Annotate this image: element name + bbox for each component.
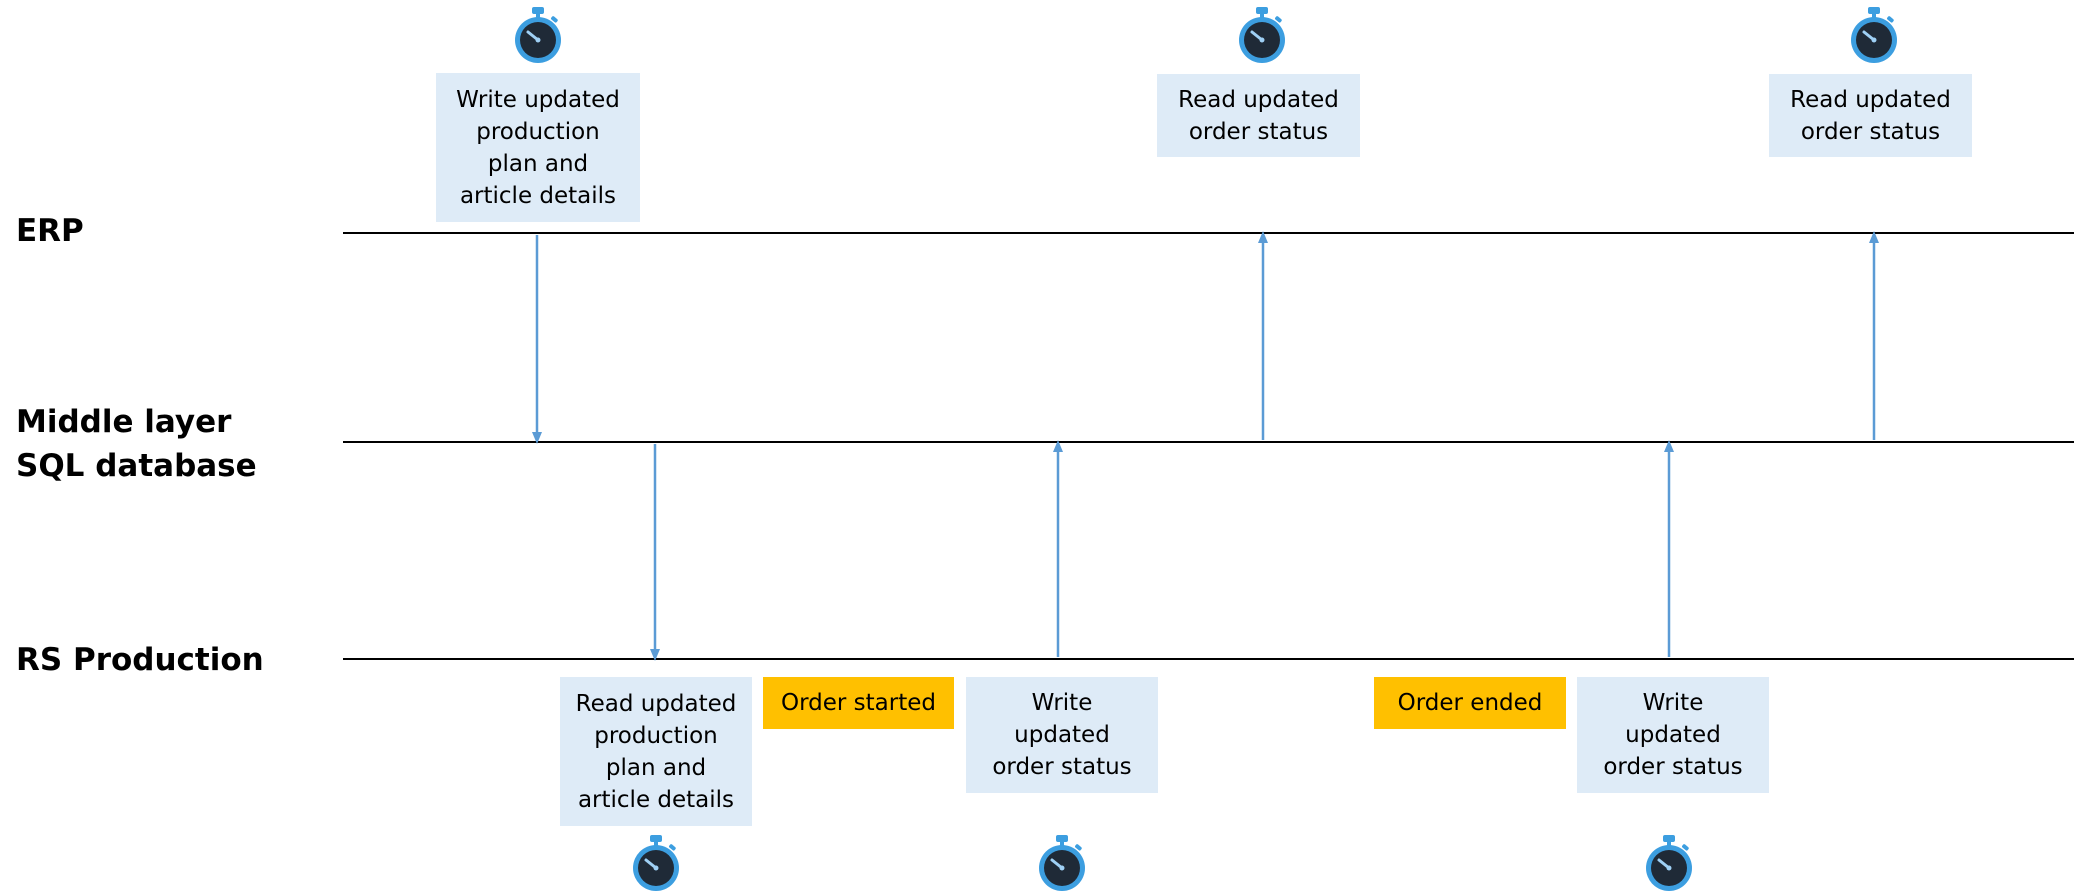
box-rs-read-plan-line1: Read updated bbox=[575, 690, 737, 717]
lane-label-middle-line2: SQL database bbox=[16, 448, 257, 484]
box-rs-read-plan: Read updated production plan and article… bbox=[560, 677, 752, 826]
box-rs-order-ended-text: Order ended bbox=[1397, 690, 1543, 716]
box-erp-read-status-1-line1: Read updated bbox=[1178, 86, 1339, 113]
lane-label-rs-production: RS Production bbox=[16, 638, 264, 682]
box-rs-read-plan-line3: plan and bbox=[605, 754, 707, 781]
box-erp-write-plan: Write updated production plan and articl… bbox=[436, 73, 640, 222]
box-rs-order-started: Order started bbox=[763, 677, 954, 729]
box-erp-read-status-1-line2: order status bbox=[1188, 118, 1329, 145]
box-rs-read-plan-line4: article details bbox=[577, 786, 735, 813]
stopwatch-icon bbox=[515, 7, 561, 63]
lane-label-rs-text: RS Production bbox=[16, 642, 264, 678]
box-rs-write-status-2-line2: updated bbox=[1625, 722, 1721, 748]
box-erp-read-status-2-line2: order status bbox=[1800, 118, 1941, 145]
lane-label-erp-text: ERP bbox=[16, 213, 84, 249]
box-rs-read-plan-line2: production bbox=[594, 722, 718, 749]
box-rs-write-status-1-line1: Write bbox=[1031, 690, 1093, 716]
stopwatch-icon bbox=[1239, 7, 1285, 63]
stopwatch-icon bbox=[633, 835, 679, 891]
box-erp-read-status-1: Read updated order status bbox=[1157, 74, 1360, 157]
lane-label-middle-layer: Middle layer SQL database bbox=[16, 400, 257, 488]
box-erp-write-plan-line4: article details bbox=[459, 182, 617, 209]
box-rs-write-status-2: Write updated order status bbox=[1577, 677, 1769, 793]
box-rs-write-status-2-line3: order status bbox=[1603, 754, 1743, 780]
box-rs-order-ended: Order ended bbox=[1374, 677, 1566, 729]
box-erp-read-status-2-line1: Read updated bbox=[1790, 86, 1951, 113]
box-erp-write-plan-line3: plan and bbox=[487, 150, 589, 177]
lane-label-middle-line1: Middle layer bbox=[16, 404, 232, 440]
box-rs-write-status-1-line3: order status bbox=[992, 754, 1132, 780]
box-rs-write-status-1: Write updated order status bbox=[966, 677, 1158, 793]
box-erp-write-plan-line2: production bbox=[476, 118, 600, 145]
stopwatch-icon bbox=[1039, 835, 1085, 891]
box-rs-order-started-text: Order started bbox=[781, 690, 936, 716]
box-erp-read-status-2: Read updated order status bbox=[1769, 74, 1972, 157]
lane-label-erp: ERP bbox=[16, 209, 84, 253]
stopwatch-icon bbox=[1851, 7, 1897, 63]
box-rs-write-status-2-line1: Write bbox=[1642, 690, 1704, 716]
box-erp-write-plan-line1: Write updated bbox=[456, 86, 620, 113]
box-rs-write-status-1-line2: updated bbox=[1014, 722, 1110, 748]
stopwatch-icon bbox=[1646, 835, 1692, 891]
